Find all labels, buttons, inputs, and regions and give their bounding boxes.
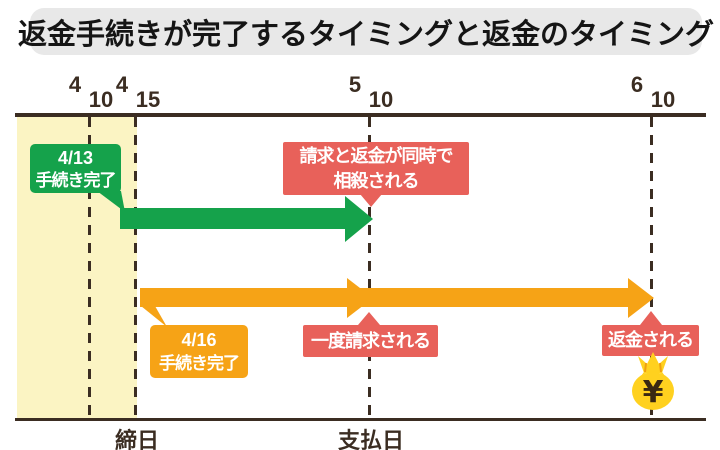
dashed-line-6-10	[650, 117, 653, 418]
date-month: 6	[630, 72, 644, 97]
offset-note-pointer-icon	[360, 194, 382, 207]
dashed-line-4-10	[88, 117, 91, 418]
green-label-tail	[97, 191, 125, 212]
offset-note-line1: 請求と返金が同時で	[299, 146, 454, 166]
title-banner: 返金手続きが完了するタイミングと返金のタイミング	[18, 8, 714, 55]
orange-label-tail	[141, 306, 167, 327]
billed-note-pointer-icon	[358, 312, 380, 325]
late-completion-date: 4/16	[181, 330, 217, 350]
early-completion-date: 4/13	[57, 148, 94, 168]
late-completion-status: 手続き完了	[159, 354, 240, 373]
offset-note: 請求と返金が同時で 相殺される	[283, 142, 469, 195]
late-completion-arrow	[140, 288, 630, 307]
billed-note: 一度請求される	[303, 325, 438, 357]
early-completion-arrow	[120, 208, 347, 229]
timeline-bottom-axis	[15, 418, 706, 421]
date-month: 4	[68, 72, 82, 97]
yen-symbol: ¥	[643, 375, 664, 410]
refund-note: 返金される	[602, 325, 699, 356]
date-marker-4-15: 4 15	[107, 72, 167, 114]
money-bag-icon: ¥	[632, 352, 674, 410]
dashed-line-5-10	[368, 117, 371, 418]
date-day: 10	[88, 87, 114, 112]
date-month: 4	[115, 72, 129, 97]
offset-note-line2: 相殺される	[333, 171, 420, 191]
refund-note-pointer-icon	[640, 311, 662, 325]
date-day: 15	[135, 87, 161, 112]
date-day: 10	[650, 87, 676, 112]
date-month: 5	[348, 72, 362, 97]
dashed-line-4-15	[134, 117, 137, 418]
late-completion-label: 4/16 手続き完了	[150, 325, 248, 378]
date-marker-6-10: 6 10	[622, 72, 682, 114]
date-marker-5-10: 5 10	[340, 72, 400, 114]
date-marker-4-10: 4 10	[60, 72, 120, 114]
payment-day-label: 支払日	[337, 428, 404, 450]
early-completion-status: 手続き完了	[35, 171, 117, 190]
closing-day-label: 締日	[114, 428, 159, 450]
date-day: 10	[368, 87, 394, 112]
early-completion-label: 4/13 手続き完了	[30, 144, 121, 193]
timeline-top-axis	[15, 113, 706, 117]
billing-arrowhead-icon	[347, 278, 373, 318]
page-title: 返金手続きが完了するタイミングと返金のタイミング	[18, 18, 715, 51]
